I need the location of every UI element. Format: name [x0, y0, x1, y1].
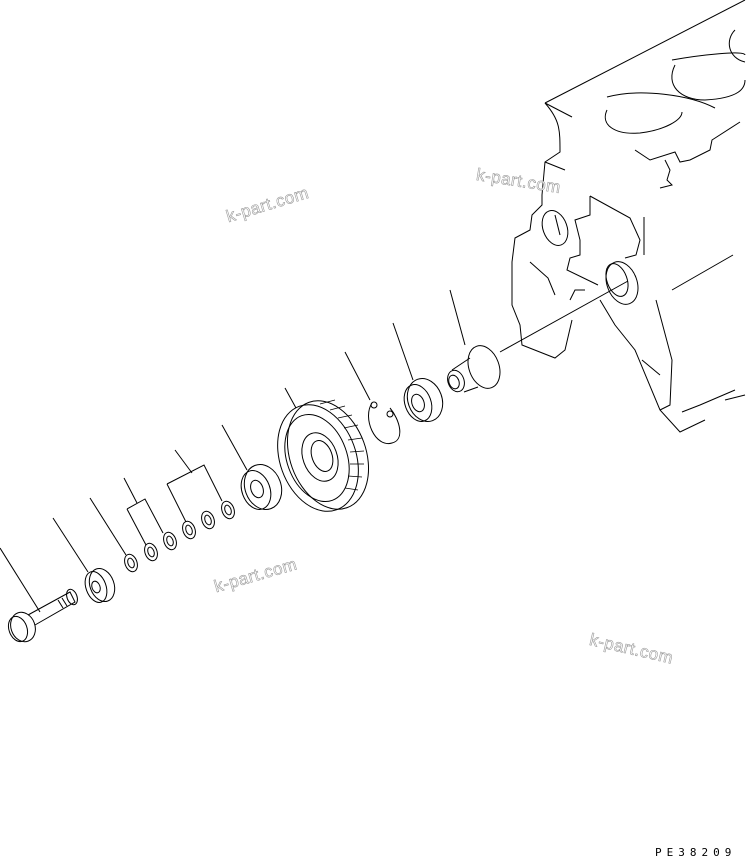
- bearing-outer: [221, 424, 283, 510]
- shim-pair: [123, 477, 177, 562]
- thick-washer: [52, 517, 116, 603]
- flange-bolt: [0, 547, 78, 643]
- snap-ring: [344, 351, 401, 444]
- engine-block: [511, 0, 746, 433]
- washer-1: [89, 497, 138, 573]
- axis-line: [499, 280, 629, 353]
- idler-shaft: [447, 289, 501, 393]
- idler-gear: [277, 387, 370, 512]
- drawing-code: PE38209: [655, 846, 737, 859]
- shim-group: [166, 449, 235, 540]
- bearing-inner: [392, 322, 444, 422]
